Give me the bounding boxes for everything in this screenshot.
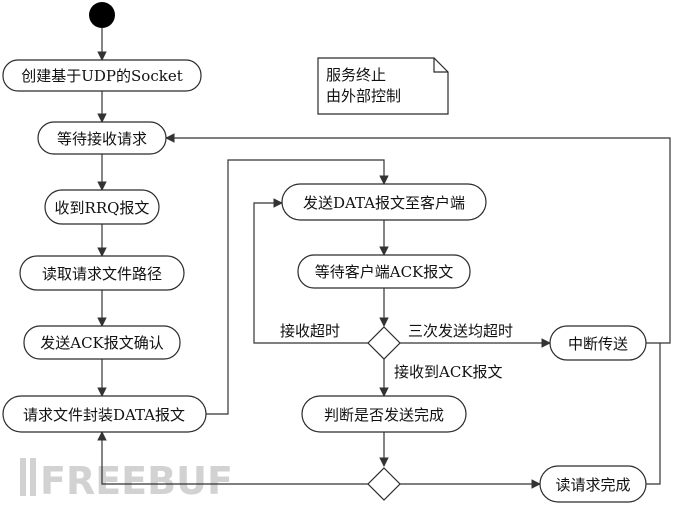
edges bbox=[97, 28, 671, 489]
node-label: 等待客户端ACK报文 bbox=[315, 263, 454, 281]
note: 服务终止 由外部控制 bbox=[317, 57, 449, 115]
node-pack-data: 请求文件封装DATA报文 bbox=[2, 395, 207, 433]
node-label: 创建基于UDP的Socket bbox=[21, 67, 182, 85]
node-label: 读请求完成 bbox=[555, 476, 630, 494]
merge-diamond bbox=[367, 467, 401, 501]
edge-pack-send bbox=[206, 159, 389, 415]
node-label: 发送DATA报文至客户端 bbox=[303, 194, 465, 212]
node-label: 等待接收请求 bbox=[57, 130, 147, 148]
node-label: 请求文件封装DATA报文 bbox=[23, 406, 185, 424]
node-label: 发送ACK报文确认 bbox=[40, 334, 164, 352]
node-send-ack: 发送ACK报文确认 bbox=[23, 325, 181, 360]
watermark-text: FREEBUF bbox=[40, 459, 233, 503]
edge-label-timeout: 接收超时 bbox=[280, 322, 340, 340]
node-label: 收到RRQ报文 bbox=[55, 199, 150, 217]
initial-node bbox=[89, 2, 115, 28]
edge-abort-wait bbox=[165, 133, 671, 344]
node-label: 读取请求文件路径 bbox=[42, 265, 162, 283]
node-wait-ack: 等待客户端ACK报文 bbox=[297, 254, 471, 289]
node-label: 判断是否发送完成 bbox=[324, 406, 444, 424]
decision-diamond bbox=[367, 326, 401, 360]
edge-label-three-timeouts: 三次发送均超时 bbox=[408, 322, 513, 340]
node-recv-rrq: 收到RRQ报文 bbox=[44, 189, 160, 225]
node-send-data: 发送DATA报文至客户端 bbox=[281, 183, 487, 221]
edge-timeout-resend bbox=[253, 198, 368, 344]
node-read-done: 读请求完成 bbox=[539, 465, 647, 503]
node-abort: 中断传送 bbox=[549, 325, 647, 361]
note-line-1: 服务终止 bbox=[326, 66, 386, 84]
edge-label-ack-received: 接收到ACK报文 bbox=[394, 363, 503, 381]
note-line-2: 由外部控制 bbox=[326, 87, 401, 105]
watermark-logo: FREEBUF bbox=[20, 458, 233, 503]
node-wait-request: 等待接收请求 bbox=[37, 121, 167, 155]
node-read-path: 读取请求文件路径 bbox=[19, 255, 185, 291]
node-create-socket: 创建基于UDP的Socket bbox=[2, 59, 202, 92]
node-label: 中断传送 bbox=[568, 335, 628, 353]
edge-readdone-return bbox=[646, 343, 661, 485]
edge-merge-pack bbox=[97, 431, 368, 485]
node-judge-done: 判断是否发送完成 bbox=[301, 395, 467, 433]
